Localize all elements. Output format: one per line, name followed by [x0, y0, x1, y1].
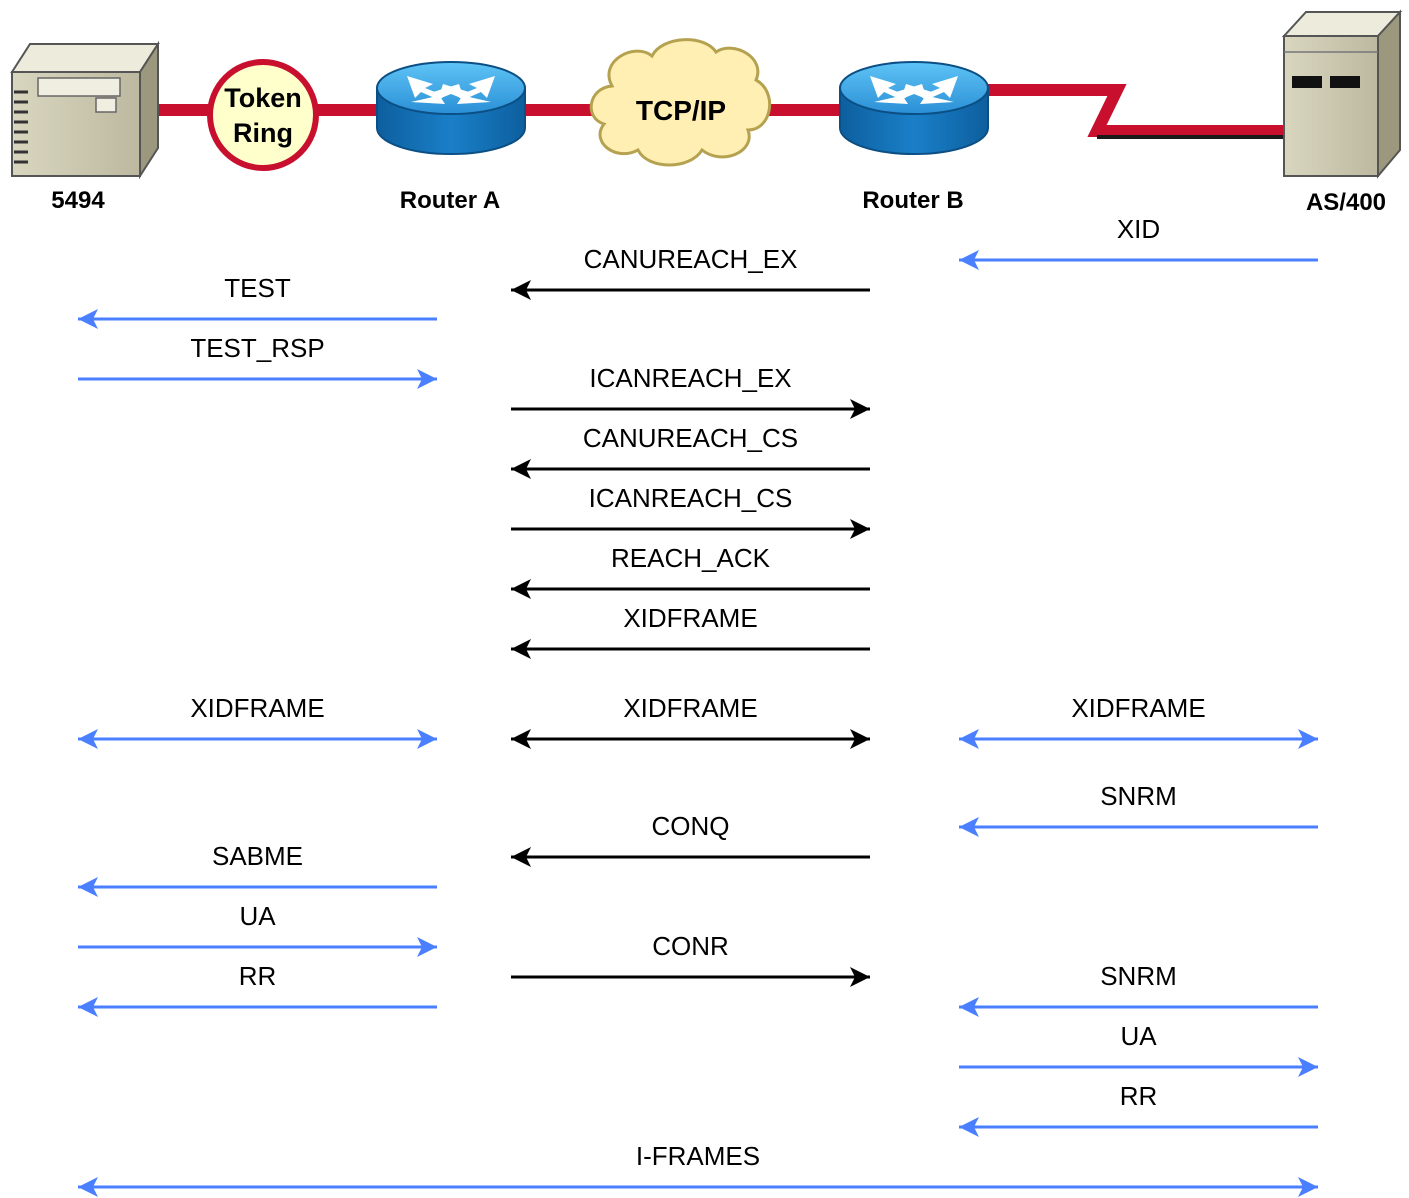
arrow-head — [850, 399, 870, 419]
message-arrow: SNRM — [959, 781, 1318, 837]
message-arrow: RR — [959, 1081, 1318, 1137]
message-flows: XID CANUREACH_EX TEST TEST_RSP ICANREACH_EX C… — [78, 214, 1318, 1197]
arrow-head — [417, 729, 437, 749]
as400-icon — [1281, 9, 1403, 179]
node-label-as400: AS/400 — [1306, 189, 1386, 216]
token-ring-label-line1: Token — [224, 83, 302, 113]
message-label: SNRM — [1100, 781, 1177, 811]
node-label-router-b: Router B — [862, 187, 963, 214]
router-a-icon — [376, 61, 526, 155]
arrow-head — [959, 1117, 979, 1137]
arrow-head — [850, 729, 870, 749]
message-label: TEST — [224, 273, 291, 303]
message-arrow: UA — [78, 901, 437, 957]
message-label: CONR — [652, 931, 729, 961]
arrow-head — [417, 369, 437, 389]
router-b-icon — [839, 61, 989, 155]
arrow-head — [511, 847, 531, 867]
message-arrow: REACH_ACK — [511, 543, 870, 599]
arrow-head — [1298, 729, 1318, 749]
token-ring-icon: Token Ring — [207, 59, 319, 171]
message-arrow: XIDFRAME — [959, 693, 1318, 749]
arrow-head — [511, 579, 531, 599]
message-label: CANUREACH_EX — [584, 244, 798, 274]
token-ring-label-line2: Ring — [233, 118, 293, 148]
node-label-5494: 5494 — [51, 187, 105, 214]
message-label: SABME — [212, 841, 303, 871]
message-label: XID — [1117, 214, 1160, 244]
arrow-head — [1298, 1177, 1318, 1197]
message-arrow: TEST_RSP — [78, 333, 437, 389]
arrow-head — [1298, 1057, 1318, 1077]
message-arrow: CONR — [511, 931, 870, 987]
message-arrow: ICANREACH_CS — [511, 483, 870, 539]
arrow-head — [511, 280, 531, 300]
message-label: XIDFRAME — [190, 693, 324, 723]
message-label: UA — [239, 901, 276, 931]
message-label: I-FRAMES — [636, 1141, 760, 1171]
message-arrow: SNRM — [959, 961, 1318, 1017]
message-label: XIDFRAME — [623, 603, 757, 633]
message-arrow: I-FRAMES — [78, 1141, 1318, 1197]
message-label: RR — [239, 961, 277, 991]
arrow-head — [78, 997, 98, 1017]
message-arrow: XIDFRAME — [78, 693, 437, 749]
arrow-head — [78, 877, 98, 897]
arrow-head — [959, 997, 979, 1017]
message-label: XIDFRAME — [623, 693, 757, 723]
message-arrow: XIDFRAME — [511, 603, 870, 659]
arrow-head — [959, 729, 979, 749]
arrow-head — [417, 937, 437, 957]
message-label: ICANREACH_EX — [589, 363, 791, 393]
message-arrow: CONQ — [511, 811, 870, 867]
message-label: UA — [1120, 1021, 1157, 1051]
message-label: TEST_RSP — [190, 333, 324, 363]
message-arrow: UA — [959, 1021, 1318, 1077]
message-label: RR — [1120, 1081, 1158, 1111]
message-label: ICANREACH_CS — [589, 483, 793, 513]
message-arrow: XIDFRAME — [511, 693, 870, 749]
message-arrow: CANUREACH_CS — [511, 423, 870, 479]
arrow-head — [850, 967, 870, 987]
arrow-head — [511, 459, 531, 479]
message-label: CANUREACH_CS — [583, 423, 798, 453]
tcpip-cloud-icon: TCP/IP — [589, 38, 772, 167]
message-arrow: CANUREACH_EX — [511, 244, 870, 300]
arrow-head — [78, 1177, 98, 1197]
arrow-head — [850, 519, 870, 539]
message-arrow: ICANREACH_EX — [511, 363, 870, 419]
device-5494-icon — [10, 40, 160, 180]
message-label: XIDFRAME — [1071, 693, 1205, 723]
message-arrow: SABME — [78, 841, 437, 897]
message-arrow: TEST — [78, 273, 437, 329]
arrow-head — [511, 729, 531, 749]
node-label-router-a: Router A — [400, 187, 500, 214]
tcpip-label: TCP/IP — [636, 95, 726, 126]
arrow-head — [959, 250, 979, 270]
arrow-head — [78, 729, 98, 749]
message-label: REACH_ACK — [611, 543, 771, 573]
arrow-head — [511, 639, 531, 659]
message-arrow: RR — [78, 961, 437, 1017]
link-router-b-as400 — [970, 84, 1290, 137]
message-arrow: XID — [959, 214, 1318, 270]
arrow-head — [78, 309, 98, 329]
arrow-head — [959, 817, 979, 837]
message-label: CONQ — [652, 811, 730, 841]
message-label: SNRM — [1100, 961, 1177, 991]
